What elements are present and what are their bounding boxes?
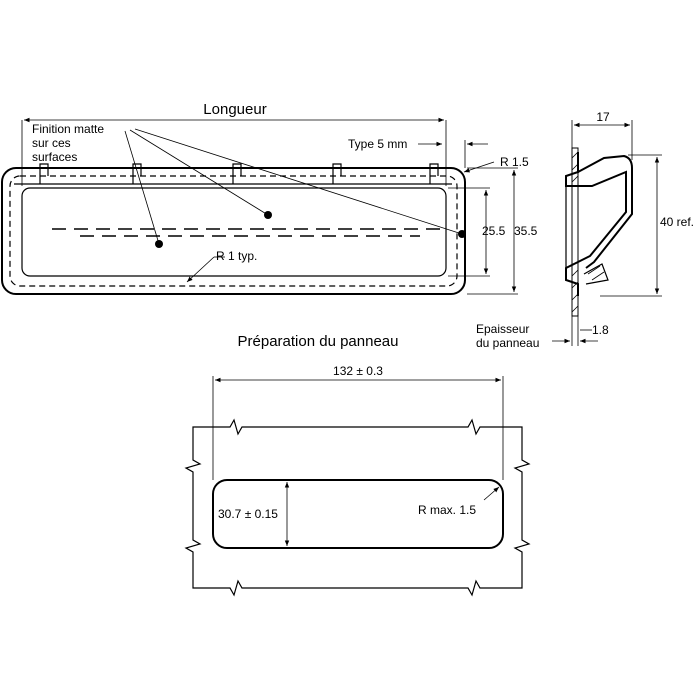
radius-max-label: R max. 1.5: [418, 503, 476, 517]
profile-top-wall: [577, 154, 633, 269]
outer-flange-outline: [1, 167, 466, 295]
cutout-width-label: 132 ± 0.3: [333, 364, 383, 378]
top-view: Longueur Finition matte sur ces surfaces…: [1, 101, 538, 295]
type-label: Type 5 mm: [348, 137, 407, 151]
thickness-label-line2: du panneau: [476, 336, 539, 350]
radius-outer-leader: [463, 161, 495, 173]
thickness-value-label: 1.8: [592, 323, 609, 337]
radius-max-leader: [483, 486, 500, 501]
panel-preparation: Préparation du panneau 132 ± 0.3 30.7 ± …: [184, 333, 531, 597]
side-height-label: 40 ref.: [660, 215, 694, 229]
thickness-label-line1: Epaisseur: [476, 322, 529, 336]
leader-line-1: [124, 130, 160, 245]
inner-height-label: 25.5: [482, 224, 506, 238]
finish-note-line3: surfaces: [32, 150, 77, 164]
panel-section: [571, 147, 579, 317]
side-view: 17 40 ref. Epaisseur du panneau 1.8: [476, 110, 694, 350]
radius-outer-label: R 1.5: [500, 155, 529, 169]
clip-tabs: [39, 163, 439, 184]
inner-recess-outline: [21, 187, 447, 277]
finish-note-line2: sur ces: [32, 136, 71, 150]
profile-hatching: [587, 265, 605, 281]
radius-inner-label: R 1 typ.: [216, 249, 257, 263]
leader-line-3: [134, 128, 463, 235]
flange-dashed-line: [9, 175, 458, 287]
side-width-label: 17: [596, 110, 610, 124]
radius-inner-leader: [186, 256, 215, 283]
cutout-height-label: 30.7 ± 0.15: [218, 507, 278, 521]
panel-preparation-title: Préparation du panneau: [238, 333, 399, 350]
cutout-outline: [212, 479, 504, 549]
panel-outline: [184, 418, 531, 597]
leader-line-2: [129, 129, 269, 216]
profile-bottom-return: [583, 263, 609, 285]
outer-height-label: 35.5: [514, 224, 538, 238]
profile-outer: [565, 152, 627, 296]
finish-note-line1: Finition matte: [32, 122, 104, 136]
length-label: Longueur: [203, 101, 266, 118]
